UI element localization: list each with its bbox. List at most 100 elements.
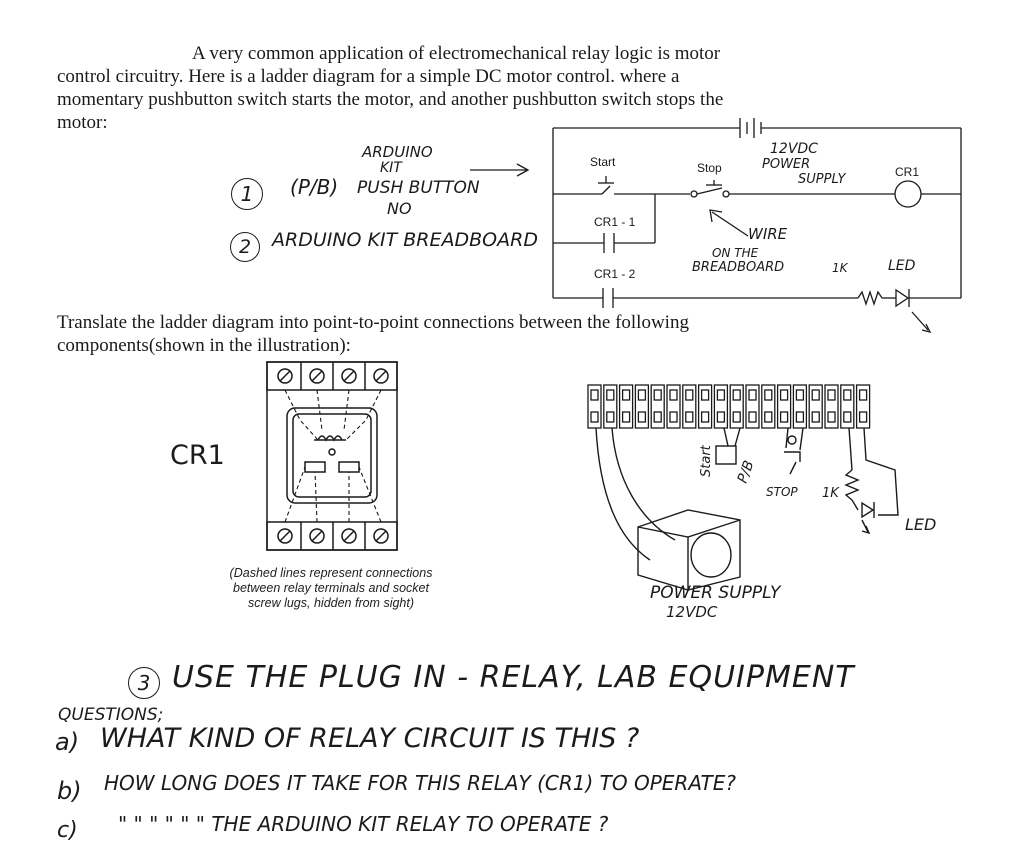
breadboard-terminal-clip-top [795, 389, 805, 401]
board-power-label-2: 12VDC [666, 603, 718, 621]
ladder-cr1-coil-label: CR1 [895, 165, 919, 179]
question-a-letter: a) [55, 728, 80, 756]
breadboard-terminal-clip-top [827, 389, 836, 401]
breadboard-terminal-clip-top [732, 389, 741, 401]
ladder-start-label: Start [590, 155, 616, 169]
breadboard-terminal-clip-bottom [811, 411, 820, 423]
breadboard-terminal-clip-top [685, 389, 694, 401]
translate-line-1: Translate the ladder diagram into point-… [57, 312, 689, 333]
ladder-cr1-2-label: CR1 - 2 [594, 267, 636, 281]
intro-line-3: momentary pushbutton switch starts the m… [57, 89, 724, 110]
breadboard-terminal-clip-bottom [590, 411, 599, 423]
breadboard-terminal-clip-bottom [779, 411, 789, 423]
breadboard-terminal [761, 384, 776, 429]
breadboard-terminal-clip-top [843, 389, 852, 401]
breadboard-terminal [792, 384, 808, 429]
breadboard-terminal-clip-bottom [716, 411, 726, 423]
breadboard-terminal-clip-bottom [748, 411, 757, 423]
breadboard-terminal-clip-top [858, 389, 868, 401]
breadboard-terminal [729, 384, 744, 429]
item3-number: 3 [128, 667, 160, 699]
breadboard-terminal [650, 384, 665, 429]
breadboard-terminal-clip-top [621, 389, 631, 401]
breadboard-terminal [634, 384, 650, 429]
ladder-stop-label: Stop [697, 161, 722, 175]
relay-cr1-label: CR1 [170, 440, 225, 471]
intro-line-2: control circuitry. Here is a ladder diag… [57, 66, 680, 87]
questions-label: QUESTIONS; [58, 705, 164, 725]
board-stop-label: STOP [766, 485, 798, 499]
board-resistor-label: 1K [822, 486, 840, 501]
breadboard-terminal-clip-bottom [827, 411, 836, 423]
ladder-cr1-1-label: CR1 - 1 [594, 215, 636, 229]
relay-caption-line-3: screw lugs, hidden from sight) [247, 596, 415, 610]
breadboard-terminal-clip-top [606, 389, 615, 401]
intro-line-1: A very common application of electromech… [192, 43, 721, 64]
board-start-label: Start [699, 444, 714, 477]
breadboard-terminal-clip-top [590, 389, 599, 401]
breadboard-terminal [587, 384, 602, 429]
breadboard-terminal-clip-bottom [606, 411, 615, 423]
breadboard-terminal-clip-bottom [732, 411, 741, 423]
board-power-label-1: POWER SUPPLY [650, 583, 782, 603]
breadboard-terminal-clip-top [653, 389, 662, 401]
breadboard-terminal-clip-bottom [795, 411, 805, 423]
breadboard-terminal [840, 384, 855, 429]
breadboard-terminal-clip-bottom [637, 411, 647, 423]
breadboard-terminal-clip-top [669, 389, 678, 401]
note-item2-number: 2 [230, 232, 260, 262]
breadboard-terminal [618, 384, 634, 429]
question-c-letter: c) [57, 818, 78, 843]
breadboard-terminal-clip-bottom [764, 411, 773, 423]
breadboard-terminal-clip-top [811, 389, 820, 401]
breadboard-terminal [603, 384, 618, 429]
relay-caption-line-1: (Dashed lines represent connections [229, 566, 433, 580]
question-a-text: WHAT KIND OF RELAY CIRCUIT IS THIS ? [100, 723, 640, 754]
question-b-text: HOW LONG DOES IT TAKE FOR THIS RELAY (CR… [104, 771, 737, 795]
ladder-power-label-1: 12VDC [770, 141, 818, 157]
breadboard-terminal [855, 384, 871, 429]
item3-text: USE THE PLUG IN - RELAY, LAB EQUIPMENT [172, 660, 855, 695]
breadboard-terminal [713, 384, 729, 429]
note-item1-pb: (P/B) [290, 175, 339, 199]
note-item1-line2: KIT [380, 160, 402, 176]
breadboard-terminal-clip-bottom [858, 411, 868, 423]
breadboard-terminal-clip-top [764, 389, 773, 401]
breadboard-terminal [808, 384, 823, 429]
breadboard-terminal-clip-bottom [621, 411, 631, 423]
board-pb-label: P/B [735, 459, 758, 486]
breadboard-terminal-clip-bottom [669, 411, 678, 423]
breadboard-terminal-clip-top [716, 389, 726, 401]
breadboard-terminal-clip-bottom [843, 411, 852, 423]
breadboard-terminal-clip-top [779, 389, 789, 401]
breadboard-terminal-clip-top [748, 389, 757, 401]
note-item1-line4: NO [387, 199, 412, 218]
breadboard-terminal-clip-top [637, 389, 647, 401]
question-b-letter: b) [57, 777, 82, 805]
breadboard-terminal [682, 384, 697, 429]
ladder-power-label-3: SUPPLY [798, 172, 846, 187]
breadboard-terminal [697, 384, 713, 429]
breadboard-terminal [824, 384, 839, 429]
note-wire-3: BREADBOARD [692, 260, 785, 275]
relay-caption: (Dashed lines represent connections betw… [181, 566, 481, 611]
note-item1-line1: ARDUINO [362, 143, 433, 161]
breadboard-terminal [776, 384, 792, 429]
breadboard-terminal [745, 384, 760, 429]
note-item2-text: ARDUINO KIT BREADBOARD [272, 229, 538, 251]
breadboard-terminal-clip-bottom [685, 411, 694, 423]
breadboard-terminal [666, 384, 681, 429]
ladder-led-label: LED [888, 258, 916, 274]
intro-line-4: motor: [57, 112, 108, 133]
breadboard-terminal-clip-top [700, 389, 710, 401]
relay-caption-line-2: between relay terminals and socket [233, 581, 429, 595]
breadboard-terminal-clip-bottom [653, 411, 662, 423]
note-wire-1: WIRE [748, 225, 788, 243]
note-item1-line3: PUSH BUTTON [357, 178, 480, 198]
board-led-label: LED [905, 515, 936, 534]
ladder-resistor-label: 1K [832, 261, 849, 275]
breadboard-terminal-clip-bottom [700, 411, 710, 423]
